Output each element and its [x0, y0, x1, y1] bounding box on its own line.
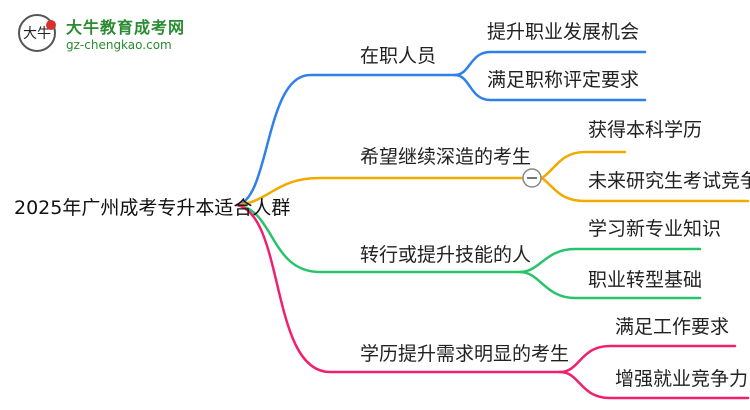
leaf-node[interactable]: 提升职业发展机会 [487, 21, 640, 43]
connector-orange [235, 176, 524, 207]
leaf-node[interactable]: 获得本科学历 [588, 119, 703, 141]
logo-mark-icon: 大牛 [18, 14, 56, 52]
connector-pink-child2 [558, 370, 750, 400]
leaf-node[interactable]: 职业转型基础 [588, 269, 703, 291]
leaf-node[interactable]: 学习新专业知识 [588, 218, 722, 240]
leaf-node[interactable]: 增强就业竞争力 [615, 368, 749, 390]
connector-orange-child1 [540, 150, 627, 180]
root-node[interactable]: 2025年广州成考专升本适合人群 [14, 197, 291, 219]
connector-blue [235, 73, 457, 207]
connector-green-child1 [518, 247, 702, 274]
branch-node[interactable]: 希望继续深造的考生 [360, 146, 532, 168]
branch-node[interactable]: 转行或提升技能的人 [360, 244, 532, 266]
connector-orange-child2 [540, 176, 750, 203]
connector-blue-child2 [453, 73, 647, 102]
connector-green-child2 [518, 270, 702, 300]
branch-node[interactable]: 学历提升需求明显的考生 [360, 343, 570, 365]
connector-green [235, 203, 522, 274]
logo: 大牛 大牛教育成考网 gz-chengkao.com [18, 14, 185, 52]
connector-blue-child1 [453, 50, 647, 77]
connector-pink-child1 [558, 344, 737, 374]
leaf-node[interactable]: 满足职称评定要求 [487, 69, 640, 91]
leaf-node[interactable]: 满足工作要求 [615, 316, 730, 338]
logo-url: gz-chengkao.com [66, 38, 172, 52]
branch-node[interactable]: 在职人员 [360, 45, 437, 67]
collapse-minus-icon[interactable] [522, 168, 542, 188]
leaf-node[interactable]: 未来研究生考试竞争力 [588, 170, 750, 192]
connector-pink [235, 203, 562, 374]
logo-name: 大牛教育成考网 [66, 18, 186, 37]
